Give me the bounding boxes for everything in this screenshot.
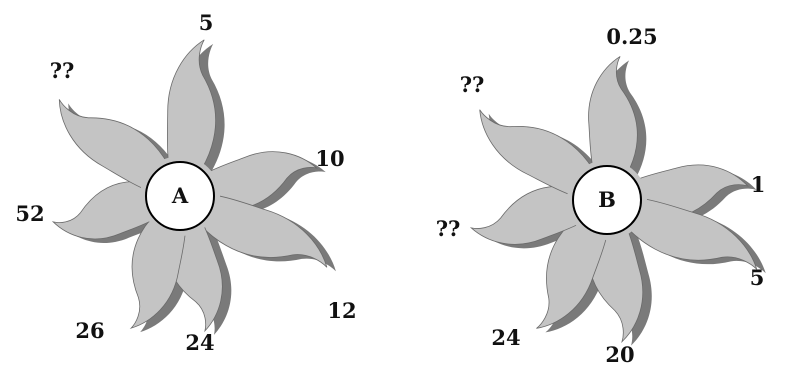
flower-a-petal-label: 26 bbox=[75, 318, 104, 343]
flower-b-petal-label: 0.25 bbox=[606, 24, 657, 49]
flower-b-petal-label: 5 bbox=[750, 265, 765, 290]
flower-b-petal-label: ?? bbox=[460, 72, 485, 97]
center-label: A bbox=[171, 183, 189, 208]
flower-a-petal-label: 5 bbox=[199, 10, 214, 35]
flower-a-petal-label: 10 bbox=[315, 146, 344, 171]
flower-a-petal-label: 24 bbox=[185, 330, 214, 355]
center-label: B bbox=[598, 187, 616, 212]
flower-b-petal-label: ?? bbox=[436, 216, 461, 241]
flower-a-petal-label: ?? bbox=[50, 58, 75, 83]
flower-b-petal-label: 20 bbox=[605, 342, 634, 367]
flower-a-petal-label: 12 bbox=[327, 298, 356, 323]
flower-a-petal-label: 52 bbox=[15, 201, 44, 226]
flower-b-petal-label: 1 bbox=[751, 172, 766, 197]
flower-b-petal-label: 24 bbox=[491, 325, 520, 350]
